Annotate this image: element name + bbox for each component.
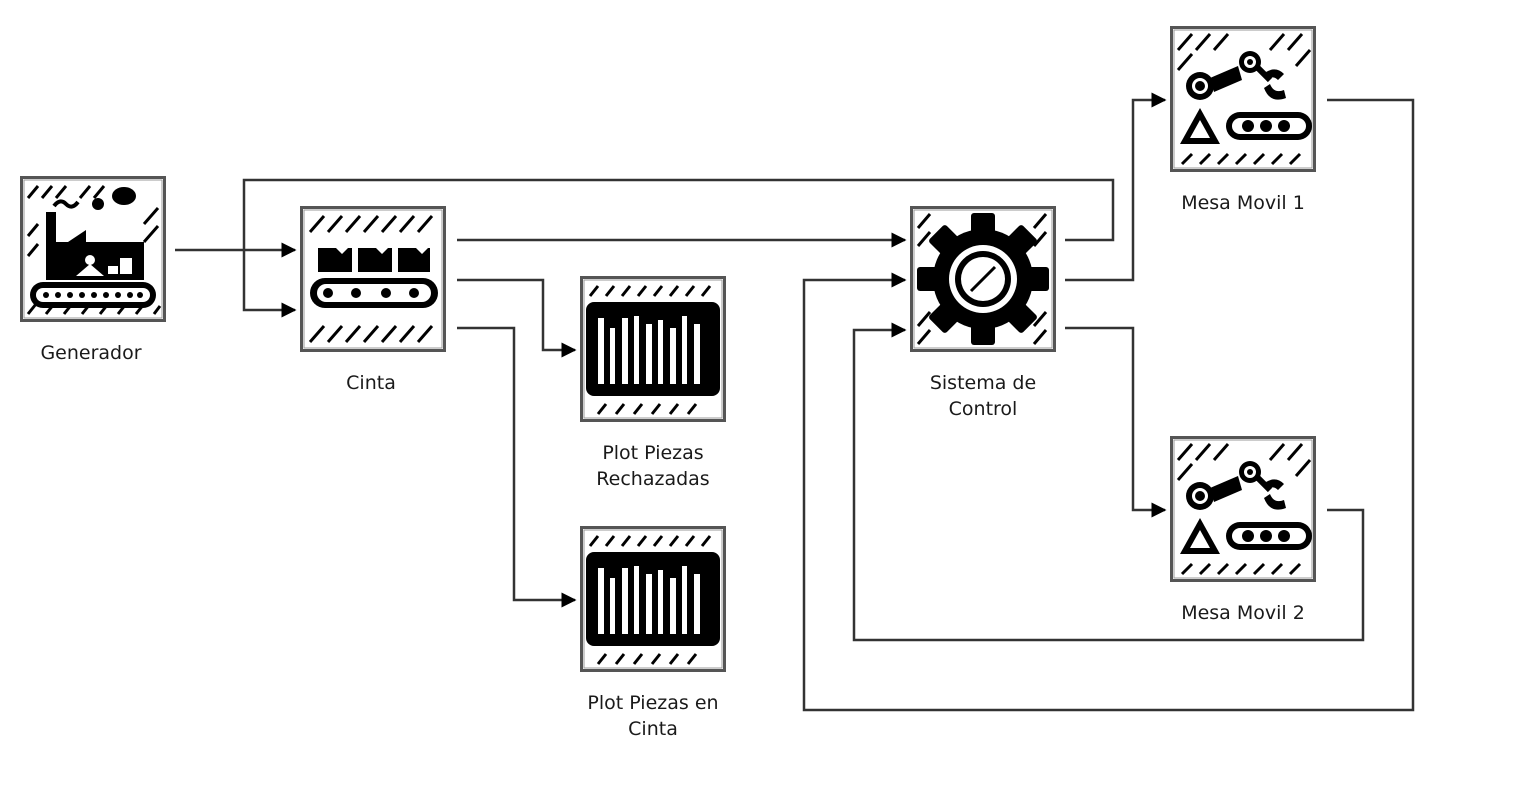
sistema-control-label: Sistema de Control — [929, 372, 1037, 420]
plot-rechazadas-label: Plot Piezas Rechazadas — [596, 442, 710, 490]
robot-arm-icon — [1170, 436, 1316, 582]
wire-control-mesa2[interactable] — [1065, 326, 1167, 518]
generador-block[interactable] — [20, 176, 166, 322]
conveyor-icon — [300, 206, 446, 352]
plot-cinta-block[interactable] — [580, 526, 726, 672]
factory-icon — [20, 176, 166, 322]
bar-plot-icon — [580, 276, 726, 422]
connection-wires — [175, 92, 1415, 712]
mesa-movil-2-label: Mesa Movil 2 — [1181, 602, 1305, 624]
wire-mesa1-control[interactable] — [802, 98, 1415, 712]
plot-rechazadas-block[interactable] — [580, 276, 726, 422]
cinta-block[interactable] — [300, 206, 446, 352]
mesa-movil-1-label: Mesa Movil 1 — [1181, 192, 1305, 214]
generador-label: Generador — [40, 342, 142, 364]
wire-mesa2-control[interactable] — [852, 322, 1365, 642]
wire-control-mesa1[interactable] — [1065, 92, 1167, 282]
bar-plot-icon — [580, 526, 726, 672]
plot-cinta-label: Plot Piezas en Cinta — [587, 692, 719, 740]
wire-control-cinta-feedback[interactable] — [242, 178, 1115, 318]
wire-cinta-plot-cinta[interactable] — [457, 326, 577, 608]
cinta-label: Cinta — [346, 372, 396, 394]
wire-cinta-plot-rechazadas[interactable] — [457, 278, 577, 358]
gear-icon — [910, 206, 1056, 352]
mesa-movil-1-block[interactable] — [1170, 26, 1316, 172]
robot-arm-icon — [1170, 26, 1316, 172]
sistema-control-block[interactable] — [910, 206, 1056, 352]
mesa-movil-2-block[interactable] — [1170, 436, 1316, 582]
